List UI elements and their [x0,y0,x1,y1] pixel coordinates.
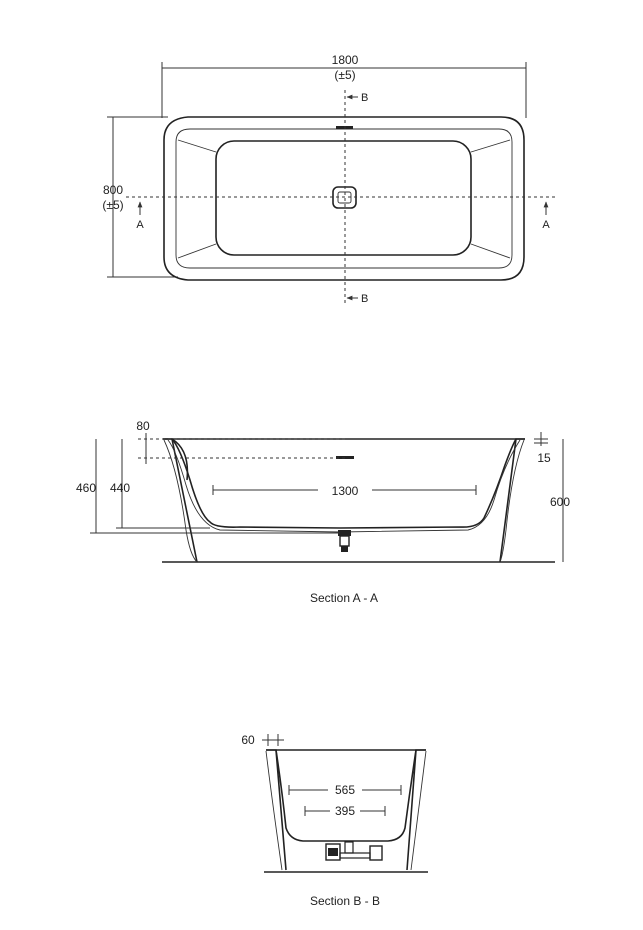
length-value: 1800 [332,53,359,67]
section-a-total-height: 460 [76,481,96,495]
section-b-waste-trap [325,841,383,861]
section-a-caption: Section A - A [310,591,378,605]
section-a-outer-height: 600 [550,495,570,509]
section-a-waste-trap [338,530,351,552]
length-tolerance: (±5) [334,68,355,82]
section-b-inner-basin [275,749,417,842]
section-b-outer-left [266,749,287,871]
section-a-label-left: A [136,219,144,231]
section-b-top-width: 565 [335,783,355,797]
section-a-label-right: A [542,219,550,231]
section-b-outer-right-face [410,750,427,871]
section-b-label-bottom: B [361,293,368,305]
top-view: 1800 (±5) 800 (±5) A A B [102,53,558,305]
section-a-inner-basin [171,438,517,529]
section-a-inner-height: 440 [110,481,130,495]
width-tolerance: (±5) [102,198,123,212]
bath-basin [215,140,472,256]
section-b-view: 60 565 395 Section B - B [241,733,428,908]
corner-line-bl [177,243,217,259]
section-a-floor-length: 1300 [332,484,359,498]
corner-line-tl [177,139,217,153]
width-value: 800 [103,183,123,197]
section-b-floor-width: 395 [335,804,355,818]
section-b-rim-offset: 60 [241,733,255,747]
section-a-rim-offset: 80 [136,419,150,433]
section-b-outer-right [406,749,426,871]
section-a-view: 80 460 440 1300 15 600 Section A - A [76,419,570,605]
corner-line-tr [470,139,511,153]
section-b-caption: Section B - B [310,894,380,908]
section-a-outer-wall [163,439,525,563]
bath-rim-inner [175,128,513,269]
corner-line-br [470,243,511,259]
section-a-rim-thickness: 15 [537,451,551,465]
section-b-label-top: B [361,92,368,104]
section-a-inner-wall [167,439,521,533]
bath-outer-outline [163,116,525,281]
section-b-outer-left-face [265,750,283,871]
